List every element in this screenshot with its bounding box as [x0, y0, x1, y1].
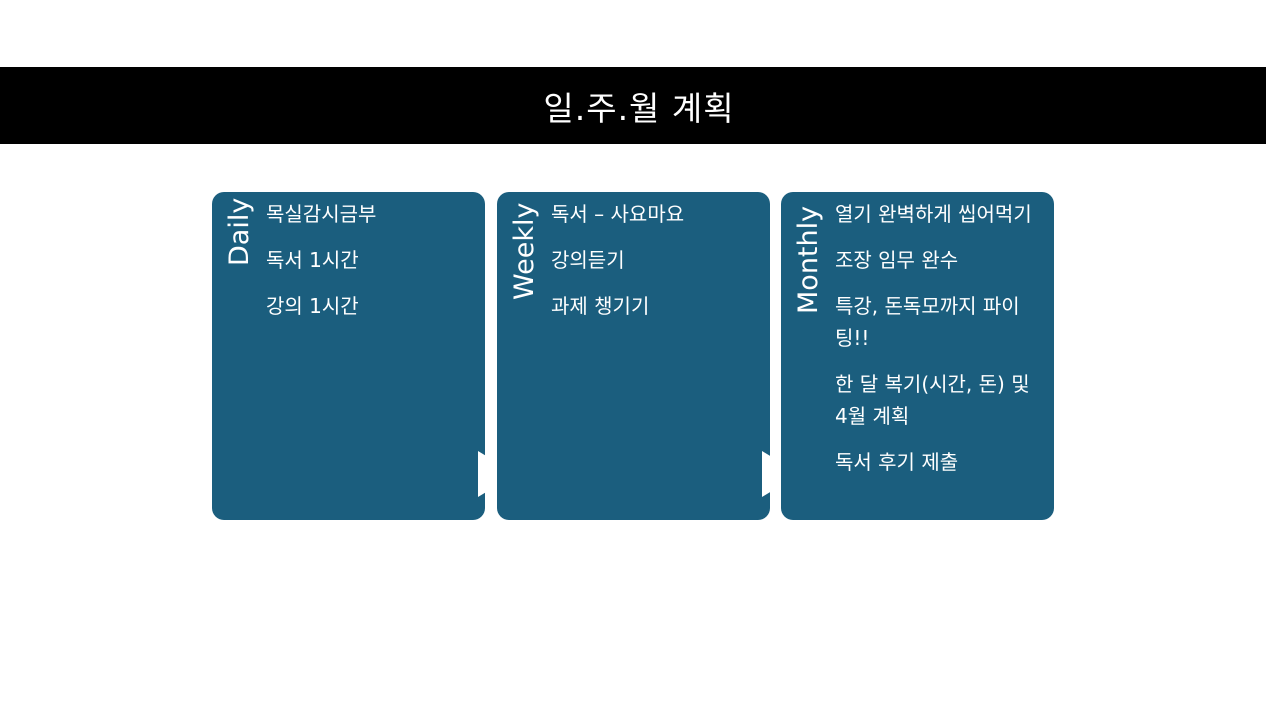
- list-item: 강의 1시간: [266, 294, 359, 318]
- list-item: 한 달 복기(시간, 돈) 및 4월 계획: [835, 372, 1030, 428]
- card-weekly-label-wrap: Weekly: [509, 198, 543, 314]
- slide-title: 일.주.월 계획: [543, 88, 735, 128]
- list-item: 독서 – 사요마요: [551, 202, 685, 226]
- card-weekly: Weekly 독서 – 사요마요 강의듣기 과제 챙기기: [497, 192, 770, 520]
- card-daily-label: Daily: [224, 197, 255, 266]
- card-daily-label-wrap: Daily: [224, 198, 258, 314]
- card-weekly-label: Weekly: [509, 202, 540, 300]
- card-monthly-label-wrap: Monthly: [793, 198, 827, 314]
- list-item: 독서 후기 제출: [835, 450, 959, 474]
- card-daily-items: 목실감시금부 독서 1시간 강의 1시간: [266, 198, 475, 336]
- card-monthly-label: Monthly: [793, 205, 824, 314]
- card-monthly: Monthly 열기 완벽하게 씹어먹기 조장 임무 완수 특강, 돈독모까지 …: [781, 192, 1054, 520]
- list-item: 강의듣기: [551, 248, 625, 272]
- card-monthly-items: 열기 완벽하게 씹어먹기 조장 임무 완수 특강, 돈독모까지 파이팅!! 한 …: [835, 198, 1032, 492]
- list-item: 과제 챙기기: [551, 294, 650, 318]
- card-weekly-items: 독서 – 사요마요 강의듣기 과제 챙기기: [551, 198, 760, 336]
- list-item: 목실감시금부: [266, 202, 377, 226]
- list-item: 조장 임무 완수: [835, 248, 959, 272]
- list-item: 열기 완벽하게 씹어먹기: [835, 202, 1032, 226]
- list-item: 특강, 돈독모까지 파이팅!!: [835, 294, 1020, 350]
- card-daily: Daily 목실감시금부 독서 1시간 강의 1시간: [212, 192, 485, 520]
- list-item: 독서 1시간: [266, 248, 359, 272]
- title-bar: 일.주.월 계획: [0, 67, 1266, 144]
